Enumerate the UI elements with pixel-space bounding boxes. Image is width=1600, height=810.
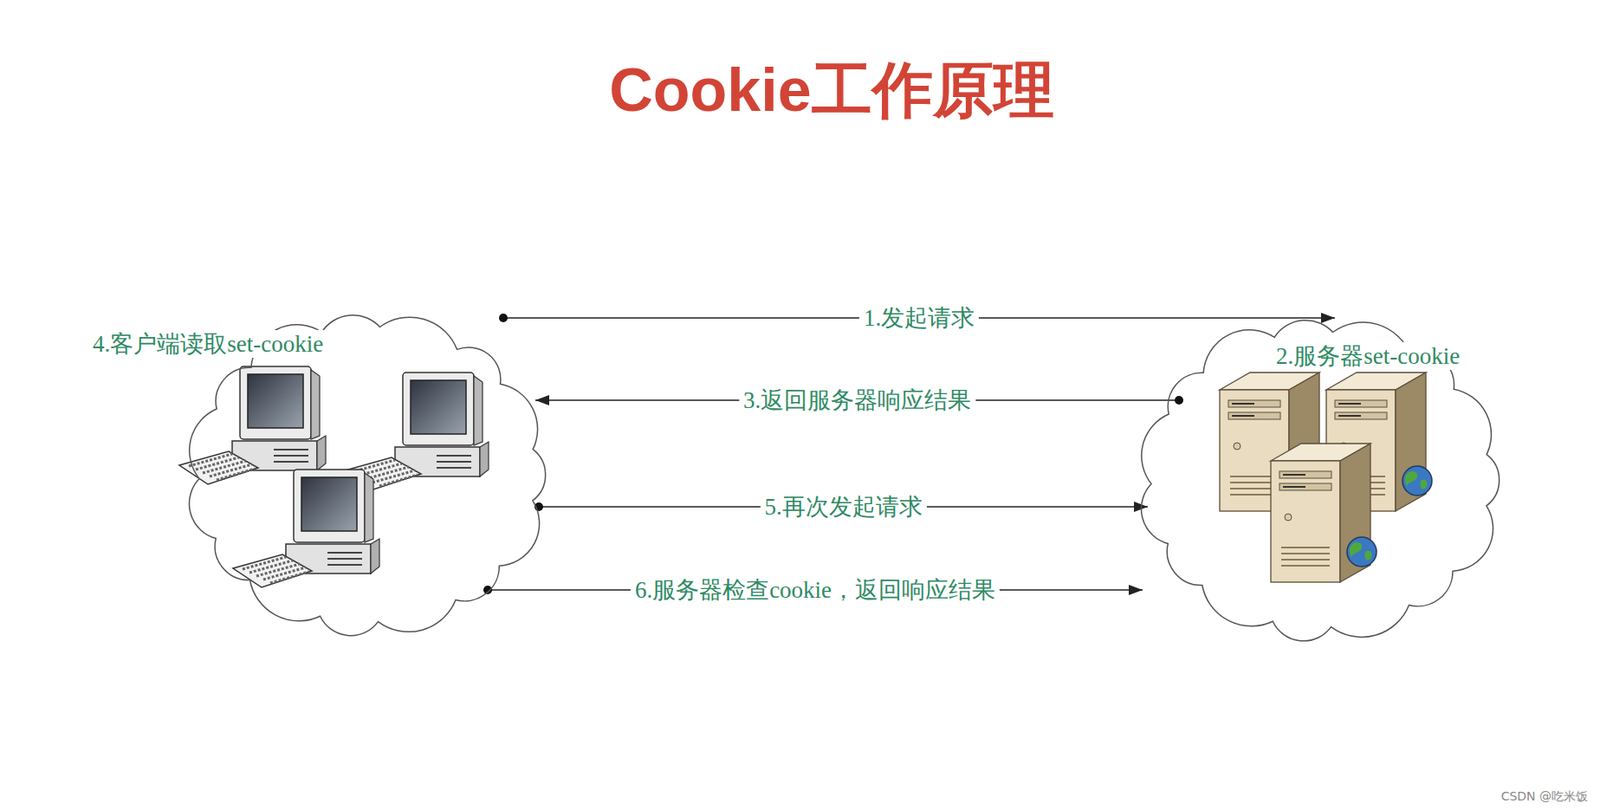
computer-icon bbox=[179, 366, 326, 485]
cloud-group: 4.客户端读取set-cookie bbox=[178, 305, 557, 643]
diagram-title: Cookie工作原理 bbox=[608, 57, 1054, 124]
edge-label: 5.再次发起请求 bbox=[759, 492, 927, 521]
edge-label: 6.服务器检查cookie，返回响应结果 bbox=[630, 576, 1000, 604]
globe-icon bbox=[1347, 537, 1377, 567]
watermark: CSDN @吃米饭 bbox=[1501, 789, 1588, 805]
edge-label: 3.返回服务器响应结果 bbox=[738, 386, 976, 415]
edge-label: 1.发起请求 bbox=[859, 304, 979, 332]
node-label: 4.客户端读取set-cookie bbox=[90, 330, 326, 358]
globe-icon bbox=[1402, 466, 1432, 496]
cloud-outline bbox=[188, 315, 545, 636]
computer-icon bbox=[233, 469, 380, 588]
cloud-outline bbox=[1140, 320, 1499, 642]
node-label: 2.服务器set-cookie bbox=[1273, 342, 1463, 370]
cloud-group: 2.服务器set-cookie bbox=[1130, 310, 1510, 648]
